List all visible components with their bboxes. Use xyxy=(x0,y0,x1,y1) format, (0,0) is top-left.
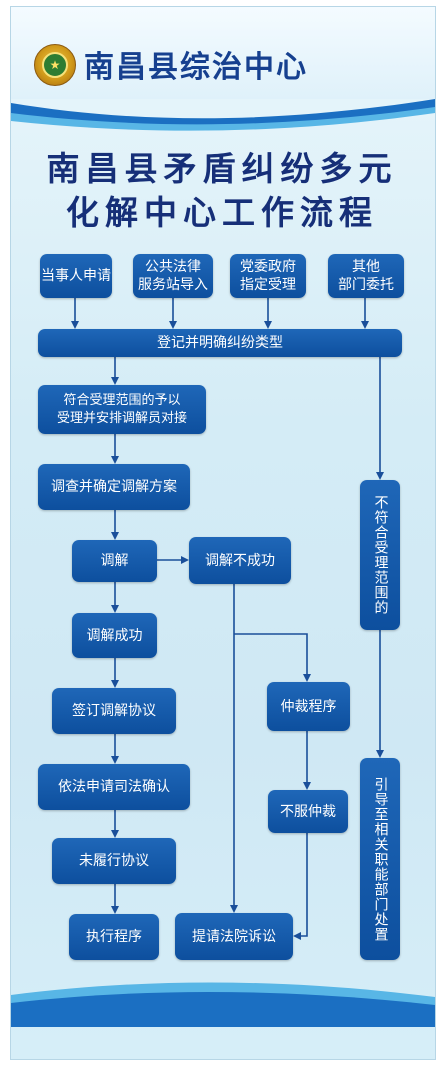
main-title-line-2: 化解中心工作流程 xyxy=(66,193,378,232)
main-title-line-1: 南昌县矛盾纠纷多元 xyxy=(46,149,398,188)
node-mediate: 调解 xyxy=(72,540,157,582)
node-other-dept: 其他 部门委托 xyxy=(328,254,404,298)
node-judicial-confirmation: 依法申请司法确认 xyxy=(38,764,190,810)
node-arbitration: 仲裁程序 xyxy=(267,682,350,731)
node-execution: 执行程序 xyxy=(69,914,159,960)
star-icon: ★ xyxy=(42,52,68,78)
arrow-fail-to-arbitration xyxy=(234,633,311,682)
node-mediate-fail: 调解不成功 xyxy=(189,537,291,584)
node-accept: 符合受理范围的予以 受理并安排调解员对接 xyxy=(38,385,206,434)
org-name: 南昌县综治中心 xyxy=(84,50,308,85)
top-wave-decoration xyxy=(11,99,435,131)
national-emblem-icon: ★ xyxy=(34,44,76,86)
bottom-wave-decoration xyxy=(11,982,435,1027)
node-register: 登记并明确纠纷类型 xyxy=(38,329,402,357)
node-sign-agreement: 签订调解协议 xyxy=(52,688,176,734)
node-party-gov-assigned: 党委政府 指定受理 xyxy=(230,254,306,298)
node-out-of-scope: 不符合受理范围的 xyxy=(360,480,400,630)
arrow-disagree-to-court xyxy=(293,833,308,940)
node-guide-to-dept: 引导至相关职能部门处置 xyxy=(360,758,400,960)
header-band xyxy=(11,7,435,99)
node-unfulfilled-agreement: 未履行协议 xyxy=(52,838,176,884)
node-party-request: 当事人申请 xyxy=(40,254,112,298)
node-mediate-success: 调解成功 xyxy=(72,613,157,658)
node-disagree-arbitration: 不服仲裁 xyxy=(268,790,348,833)
node-public-legal-service: 公共法律 服务站导入 xyxy=(133,254,213,298)
node-court-litigation: 提请法院诉讼 xyxy=(175,913,293,960)
node-investigate: 调查并确定调解方案 xyxy=(38,464,190,510)
